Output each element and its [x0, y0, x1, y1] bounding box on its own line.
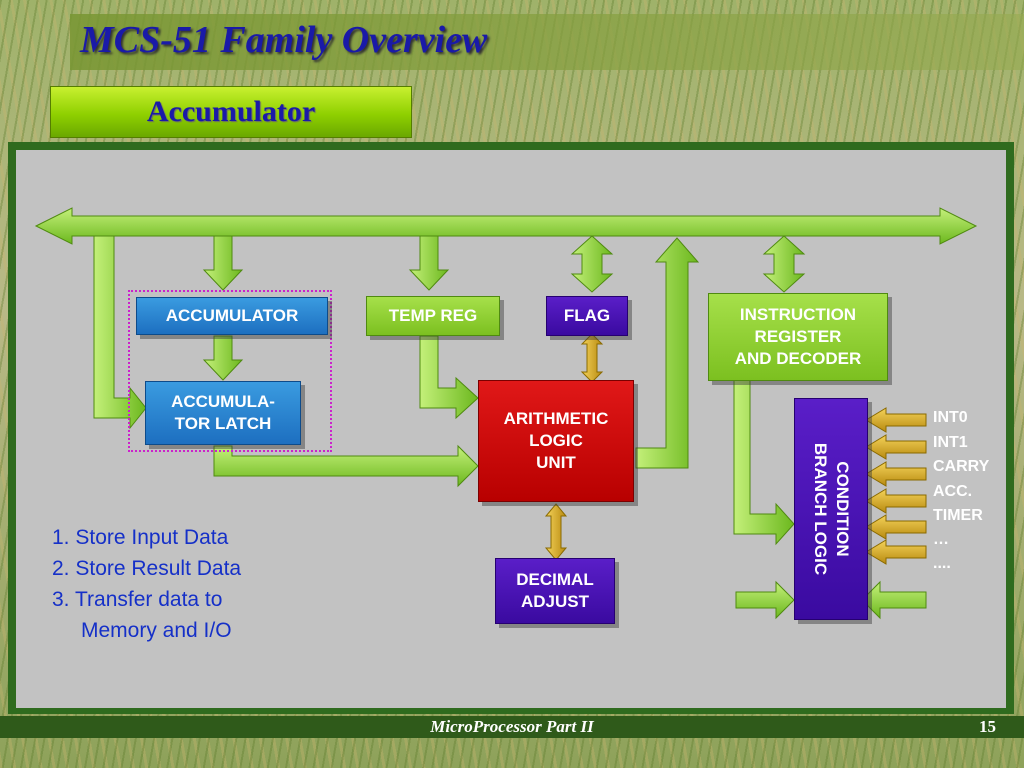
- notes-list: 1. Store Input Data 2. Store Result Data…: [52, 522, 241, 646]
- note-item: 1. Store Input Data: [52, 526, 229, 549]
- signal-ellipsis-2: ....: [933, 555, 951, 572]
- footer-bar: [0, 716, 1024, 738]
- note-item: 3. Transfer data to: [52, 588, 223, 611]
- signal-ellipsis-1: …: [933, 531, 949, 548]
- note-item: Memory and I/O: [81, 619, 232, 642]
- accumulator-group-outline: [128, 290, 332, 452]
- bus-instruction-arrow: [762, 235, 806, 293]
- bus-flag-arrow: [570, 235, 614, 293]
- flag-alu-arrow: [580, 333, 604, 383]
- external-to-branch-arrow: [735, 580, 795, 620]
- signal-arrow-ellipsis: [865, 539, 927, 565]
- slide-title: MCS-51 Family Overview: [80, 19, 488, 61]
- flag-block: FLAG: [546, 296, 628, 336]
- branch-feedback-arrow: [861, 580, 927, 620]
- decimal-adjust-block: DECIMAL ADJUST: [495, 558, 615, 624]
- condition-branch-logic-label: CONDITION BRANCH LOGIC: [811, 442, 852, 576]
- note-item: 2. Store Result Data: [52, 557, 242, 580]
- signal-acc: ACC.: [933, 483, 973, 500]
- alu-decimal-arrow: [544, 503, 568, 561]
- bus-to-temp-reg-arrow: [408, 235, 450, 291]
- signal-int0: INT0: [933, 409, 968, 426]
- signal-timer: TIMER: [933, 507, 983, 524]
- signal-arrow-int0: [865, 407, 927, 433]
- title-band: [70, 14, 1024, 70]
- slide-subtitle: Accumulator: [146, 95, 316, 128]
- signal-arrow-carry: [865, 461, 927, 487]
- page-number: 15: [979, 717, 996, 736]
- accumulator-latch-block: ACCUMULA- TOR LATCH: [145, 381, 301, 445]
- condition-branch-logic-block: CONDITION BRANCH LOGIC: [794, 398, 868, 620]
- temp-reg-to-alu-arrow: [419, 335, 479, 420]
- bus-to-latch-arrow: [93, 235, 147, 430]
- signal-arrow-acc: [865, 488, 927, 514]
- main-bus-arrow: [34, 207, 978, 245]
- accumulator-block: ACCUMULATOR: [136, 297, 328, 335]
- footer-title: MicroProcessor Part II: [430, 717, 594, 736]
- signal-arrow-timer: [865, 514, 927, 540]
- latch-to-alu-arrow: [213, 444, 479, 488]
- subtitle-box: Accumulator: [50, 86, 412, 138]
- accumulator-to-latch-arrow: [202, 335, 244, 381]
- alu-to-bus-arrow: [635, 237, 700, 469]
- temp-reg-block: TEMP REG: [366, 296, 500, 336]
- signal-int1: INT1: [933, 434, 968, 451]
- decoder-to-branch-arrow: [733, 379, 795, 546]
- bus-to-accumulator-arrow: [202, 235, 244, 291]
- alu-block: ARITHMETIC LOGIC UNIT: [478, 380, 634, 502]
- signal-carry: CARRY: [933, 458, 990, 475]
- instruction-register-block: INSTRUCTION REGISTER AND DECODER: [708, 293, 888, 381]
- signal-arrow-int1: [865, 434, 927, 460]
